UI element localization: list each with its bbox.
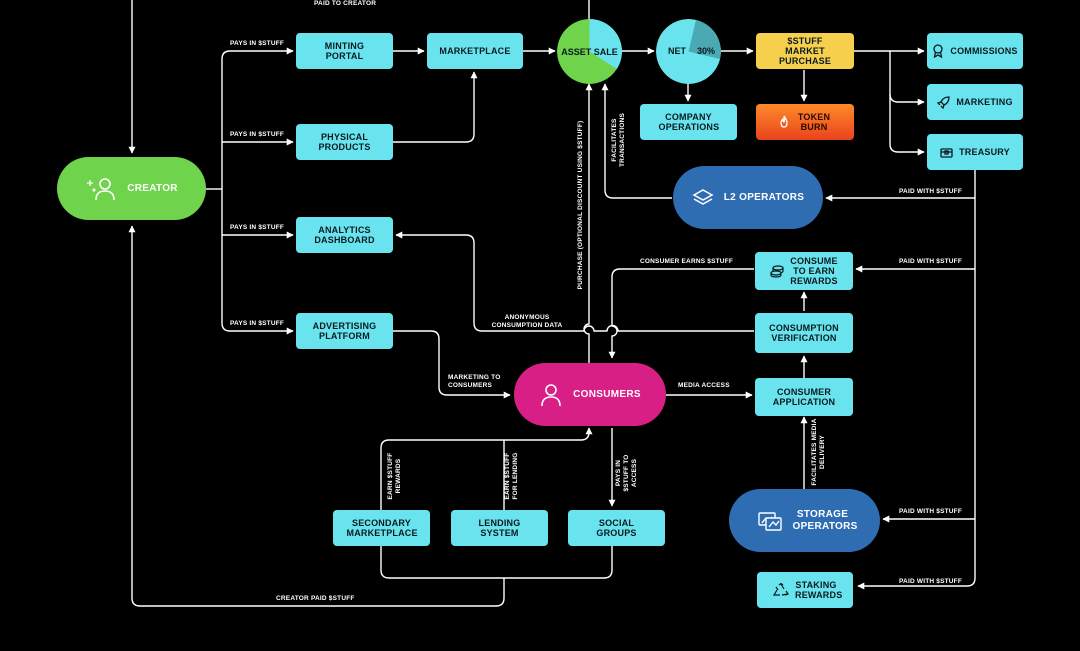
net-percent: 30% <box>697 46 716 56</box>
label-paid-with-4: PAID WITH $STUFF <box>899 578 963 585</box>
label-pays-in-1: PAYS IN $STUFF <box>230 40 285 47</box>
consumption-verification-label: CONSUMPTION VERIFICATION <box>769 323 839 343</box>
market-purchase-node[interactable]: $STUFF MARKET PURCHASE <box>756 33 854 69</box>
l2-operators-node[interactable]: L2 OPERATORS <box>673 166 823 229</box>
label-paid-with-2: PAID WITH $STUFF <box>899 258 963 265</box>
marketing-node[interactable]: MARKETING <box>927 84 1023 120</box>
treasury-label: TREASURY <box>959 147 1010 157</box>
analytics-dashboard-node[interactable]: ANALYTICS DASHBOARD <box>296 217 393 253</box>
token-burn-label: TOKEN BURN <box>797 112 831 132</box>
commissions-label: COMMISSIONS <box>950 46 1018 56</box>
edge-trunk-vertical <box>221 50 231 332</box>
consumers-label: CONSUMERS <box>573 389 641 400</box>
award-ribbon-icon <box>932 44 944 58</box>
label-paid-to-creator: PAID TO CREATOR <box>314 0 377 7</box>
consumer-application-label: CONSUMER APPLICATION <box>772 387 836 407</box>
storage-operators-node[interactable]: STORAGE OPERATORS <box>729 489 880 552</box>
label-earn-rewards: EARN $STUFF REWARDS <box>387 452 402 500</box>
label-anonymous-data: ANONYMOUS CONSUMPTION DATA <box>491 314 563 329</box>
physical-products-label: PHYSICAL PRODUCTS <box>318 132 371 152</box>
physical-products-node[interactable]: PHYSICAL PRODUCTS <box>296 124 393 160</box>
lending-system-node[interactable]: LENDING SYSTEM <box>451 510 548 546</box>
consumers-user-icon <box>539 382 563 408</box>
edge-physical-marketplace <box>393 71 478 143</box>
edge-right-bus <box>860 150 976 587</box>
asset-sale-label: ASSET SALE <box>561 46 618 57</box>
token-burn-node[interactable]: TOKEN BURN <box>756 104 854 140</box>
label-consumer-earns: CONSUMER EARNS $STUFF <box>640 258 734 265</box>
marketing-label: MARKETING <box>956 97 1013 107</box>
label-pays-in-3: PAYS IN $STUFF <box>230 224 285 231</box>
label-creator-paid: CREATOR PAID $STUFF <box>276 595 355 602</box>
net-label: NET <box>668 46 686 56</box>
edge-secondary-consumers <box>380 427 593 510</box>
consume-to-earn-label: CONSUME TO EARN REWARDS <box>790 256 838 286</box>
asset-sale-node[interactable]: ASSET SALE <box>557 19 622 84</box>
label-marketing-to-consumers: MARKETING TO CONSUMERS <box>448 374 501 389</box>
consume-to-earn-node[interactable]: CONSUME TO EARN REWARDS <box>755 252 853 290</box>
market-purchase-label: $STUFF MARKET PURCHASE <box>778 36 832 66</box>
consumers-node[interactable]: CONSUMERS <box>514 363 666 426</box>
layers-icon <box>692 188 714 208</box>
net-pie <box>656 19 721 84</box>
minting-portal-node[interactable]: MINTING PORTAL <box>296 33 393 69</box>
treasury-node[interactable]: TREASURY <box>927 134 1023 170</box>
creator-label: CREATOR <box>127 183 178 194</box>
recycle-icon <box>773 583 789 597</box>
secondary-marketplace-label: SECONDARY MARKETPLACE <box>346 518 418 538</box>
rocket-icon <box>937 95 950 109</box>
label-earn-lending: EARN $STUFF FOR LENDING <box>504 452 519 500</box>
marketplace-label: MARKETPLACE <box>439 46 511 56</box>
consumption-verification-node[interactable]: CONSUMPTION VERIFICATION <box>755 313 853 353</box>
advertising-platform-label: ADVERTISING PLATFORM <box>312 321 377 341</box>
label-pays-to-access: PAYS IN $STUFF TO ACCESS <box>615 454 638 492</box>
label-paid-with-3: PAID WITH $STUFF <box>899 508 963 515</box>
edge-bottom-bus <box>380 546 613 579</box>
asset-sale-pie <box>557 19 622 84</box>
storage-operators-label: STORAGE OPERATORS <box>792 508 858 532</box>
social-groups-node[interactable]: SOCIAL GROUPS <box>568 510 665 546</box>
analytics-dashboard-label: ANALYTICS DASHBOARD <box>314 225 375 245</box>
label-paid-with-1: PAID WITH $STUFF <box>899 188 963 195</box>
creator-user-sparkle-icon <box>85 176 117 202</box>
minting-portal-label: MINTING PORTAL <box>324 41 365 61</box>
label-purchase-discount: PURCHASE (OPTIONAL DISCOUNT USING $STUFF… <box>577 120 584 290</box>
label-pays-in-2: PAYS IN $STUFF <box>230 131 285 138</box>
secondary-marketplace-node[interactable]: SECONDARY MARKETPLACE <box>333 510 430 546</box>
l2-operators-label: L2 OPERATORS <box>723 192 805 203</box>
storage-media-icon <box>757 510 783 532</box>
coins-icon <box>770 264 784 278</box>
edge-verif-analytics <box>395 231 754 332</box>
lending-system-label: LENDING SYSTEM <box>478 518 521 538</box>
marketplace-node[interactable]: MARKETPLACE <box>427 33 523 69</box>
label-facilitates-transactions: FACILITATES TRANSACTIONS <box>611 112 626 167</box>
edge-earn-consumers <box>608 268 754 359</box>
label-media-access: MEDIA ACCESS <box>678 382 730 389</box>
commissions-node[interactable]: COMMISSIONS <box>927 33 1023 69</box>
staking-rewards-label: STAKING REWARDS <box>795 580 843 600</box>
edge-creator-paid <box>128 225 505 607</box>
treasure-chest-icon <box>940 146 953 158</box>
company-operations-label: COMPANY OPERATIONS <box>658 112 720 132</box>
flame-icon <box>778 115 790 129</box>
edge-ad-consumers <box>393 330 511 399</box>
advertising-platform-node[interactable]: ADVERTISING PLATFORM <box>296 313 393 349</box>
company-operations-node[interactable]: COMPANY OPERATIONS <box>640 104 737 140</box>
label-pays-in-4: PAYS IN $STUFF <box>230 320 285 327</box>
edge-l2-assetsale <box>601 83 672 199</box>
edge-dist-vertical <box>889 51 925 106</box>
label-facilitates-media: FACILITATES MEDIA DELIVERY <box>811 418 826 486</box>
consumer-application-node[interactable]: CONSUMER APPLICATION <box>755 378 853 416</box>
creator-node[interactable]: CREATOR <box>57 157 206 220</box>
staking-rewards-node[interactable]: STAKING REWARDS <box>757 572 853 608</box>
net-node[interactable]: NET 30% <box>656 19 721 84</box>
edge-dist-treasury <box>889 94 925 156</box>
social-groups-label: SOCIAL GROUPS <box>596 518 637 538</box>
